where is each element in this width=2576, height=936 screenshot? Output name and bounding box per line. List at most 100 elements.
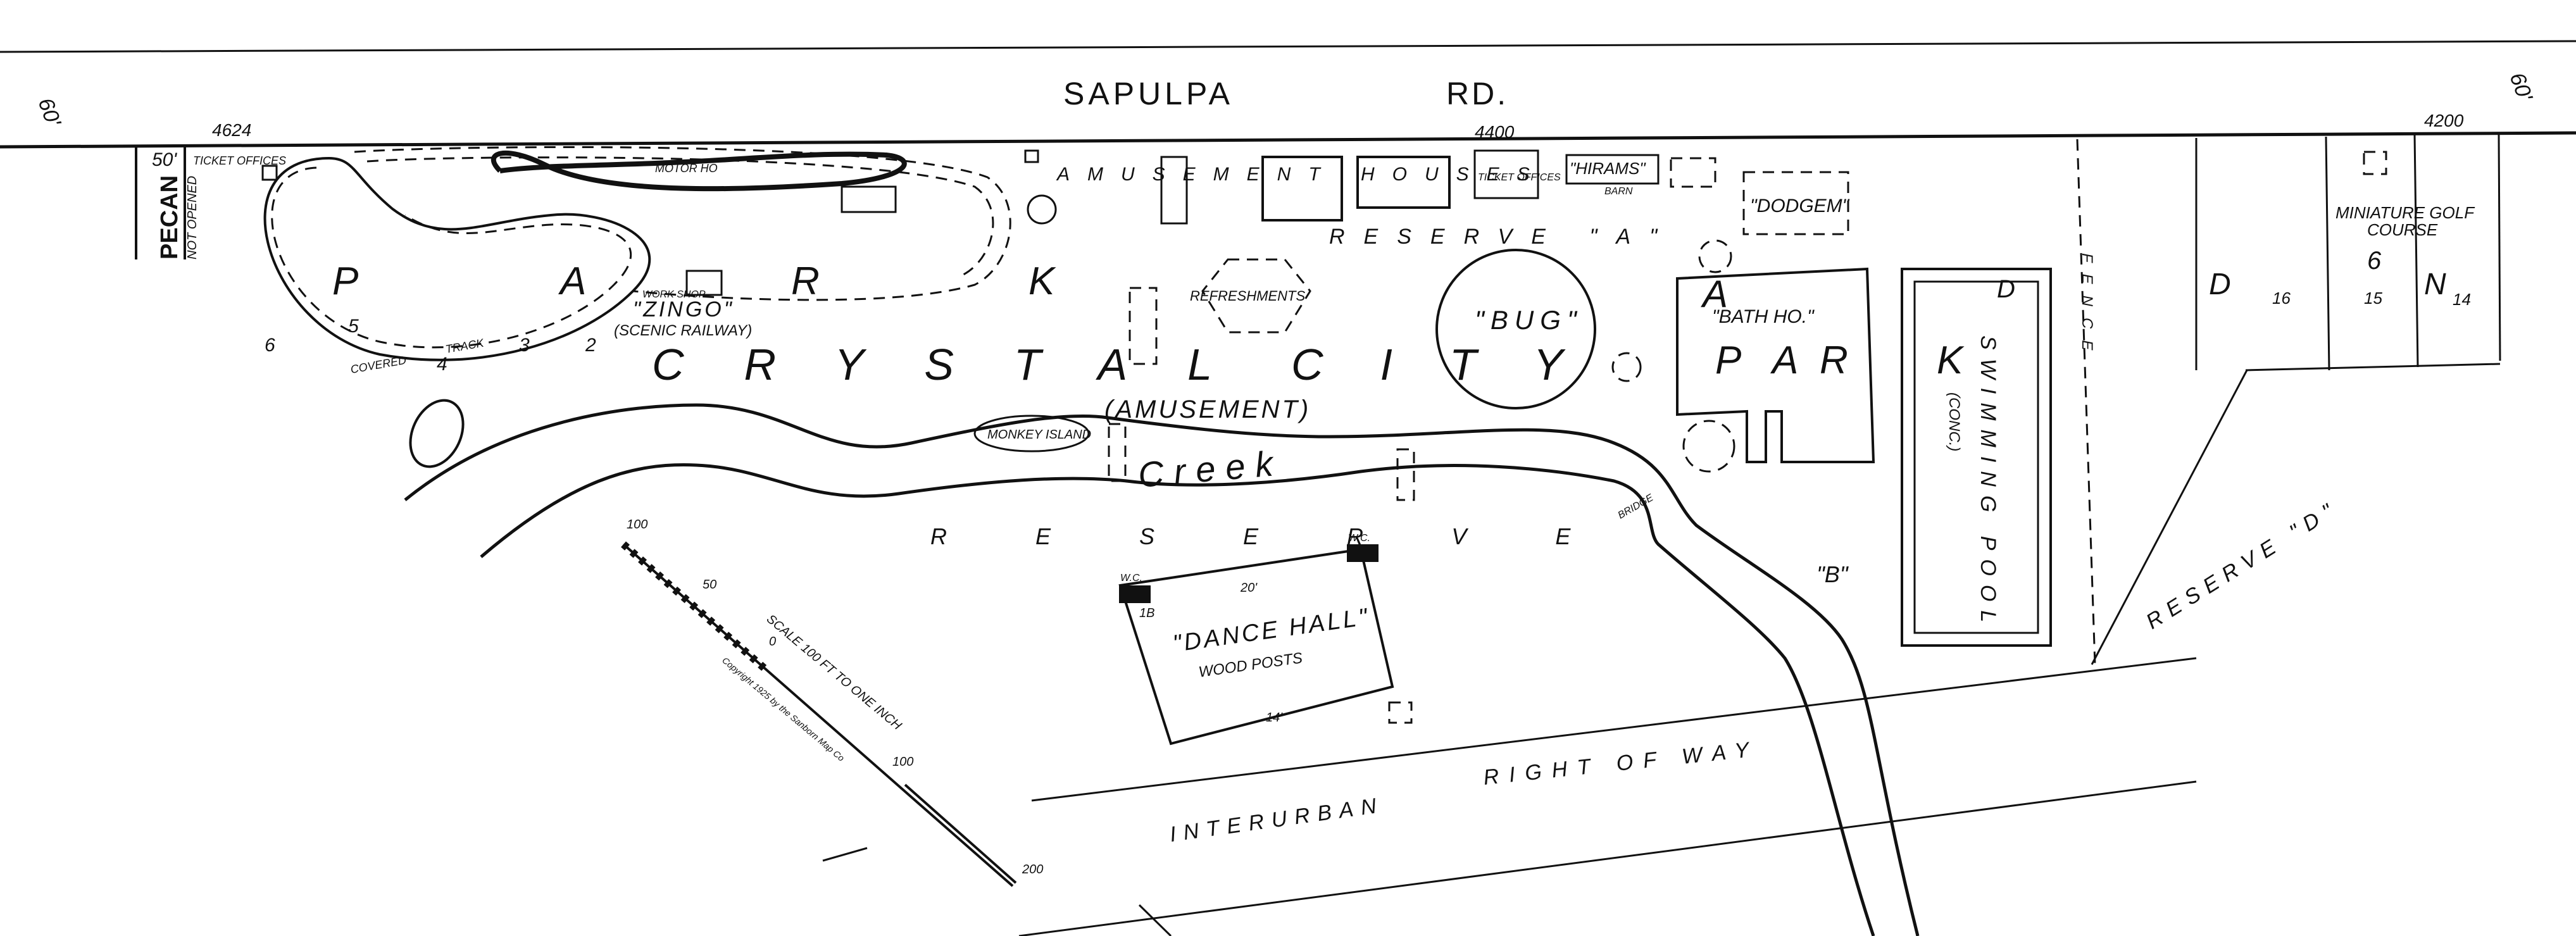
park-name-city: CITY [1291, 340, 1620, 389]
letter-a: A [1701, 273, 1728, 315]
dodgem-label: "DODGEM" [1750, 196, 1850, 216]
lot-16: 16 [2272, 289, 2291, 308]
park-letter: P [332, 259, 358, 303]
track-number: 5 [348, 316, 359, 337]
park-word-left: P A R K [332, 259, 1056, 303]
work-shop-box [685, 270, 723, 296]
footbridge [1396, 448, 1415, 501]
reserve-d-label: RESERVE "D" [2142, 496, 2344, 634]
track-number: 4 [437, 354, 447, 375]
street-width-right: 60' [2504, 70, 2537, 105]
address-4400: 4400 [1475, 122, 1515, 142]
refreshments-stand [1201, 258, 1311, 334]
fence-label: FENCE [2079, 253, 2096, 361]
lot-14: 14 [2453, 290, 2471, 309]
park-letter: K [1029, 259, 1056, 303]
ticket-offices-2-label: TICKET OFFICES [1478, 172, 1561, 183]
reserve-b-label: "B" [1816, 561, 1849, 587]
small-box [1024, 149, 1039, 163]
pond [409, 399, 465, 468]
letter-n: N [2424, 268, 2446, 301]
park-letter: A [558, 259, 586, 303]
wc-block [1119, 585, 1151, 603]
scenic-railway-label: (SCENIC RAILWAY) [614, 322, 752, 339]
track-number: 3 [519, 335, 530, 356]
structure-box [841, 185, 897, 213]
dim-14: 14' [1266, 711, 1283, 725]
ticket-office-box [261, 165, 278, 181]
dim-20: 20' [1240, 581, 1258, 595]
swimming-pool [1901, 268, 2052, 647]
scale-tick-label: 100 [892, 755, 913, 769]
conc-label: (CONC.) [1946, 392, 1963, 451]
sheet-number: 6 [2367, 247, 2382, 275]
track-number: 2 [585, 335, 596, 356]
sapulpa-road-label: SAPULPA RD. [1063, 76, 1508, 111]
sapulpa-road-south-line [0, 131, 2576, 149]
scale-tick-label: 50 [703, 578, 716, 592]
street-suffix: RD. [1446, 76, 1508, 111]
street-name: SAPULPA [1063, 76, 1234, 111]
monkey-island [973, 415, 1090, 452]
miniature-golf-label: MINIATURE GOLF [2335, 203, 2475, 222]
small-stand [1129, 287, 1158, 365]
amusement-houses-label: AMUSEMENT HOUSES [1056, 164, 1547, 185]
round-kiosk [1027, 194, 1057, 225]
zingo-label: "ZINGO" [633, 297, 734, 321]
covered-label: COVERED [349, 354, 407, 376]
lot-15: 15 [2364, 289, 2382, 308]
amusement-houses [1160, 149, 1849, 235]
right-of-way-label: RIGHT OF WAY [1482, 737, 1760, 790]
motor-ho-label: MOTOR HO [655, 162, 718, 175]
interurban-right-of-way [1018, 657, 2197, 936]
park-letter: R [1820, 339, 1848, 382]
scale-bar: 100 50 0 100 200 SCALE 100 FT TO ONE INC… [621, 518, 1043, 887]
small-kiosk [1611, 352, 1642, 382]
bath-ho-label: "BATH HO." [1712, 306, 1815, 327]
crystal-creek [404, 403, 1920, 936]
swimming-pool-label: SWIMMING POOL [1976, 335, 2000, 631]
reserve-a-label: RESERVE "A" [1329, 225, 1676, 249]
park-letter: A [1770, 339, 1798, 382]
dance-hall [1118, 547, 1394, 746]
track-numbers: 6 5 4 3 2 [265, 316, 596, 375]
scale-tick-label: 200 [1022, 863, 1043, 877]
park-letter: K [1937, 339, 1965, 382]
fence-line [2076, 139, 2096, 665]
letter-d-pool: D [1997, 275, 2015, 303]
scale-tick-label: 100 [627, 518, 647, 532]
wc-label: W.C. [1348, 533, 1370, 544]
footbridge [1108, 423, 1127, 482]
reserve-b-word: RESERVE [930, 523, 1659, 549]
wood-posts-label: WOOD POSTS [1197, 649, 1303, 681]
right-lots [2091, 134, 2501, 665]
creek-label: Creek [1137, 442, 1285, 495]
wc-block [1347, 544, 1379, 562]
address-4624: 4624 [212, 120, 251, 140]
track-label: TRACK [444, 336, 485, 355]
not-opened-label: NOT OPENED [185, 176, 199, 259]
interurban-label: INTERURBAN [1168, 793, 1385, 847]
map-top-border [0, 40, 2576, 53]
pecan-width: 50' [152, 149, 177, 170]
track-number: 6 [265, 335, 275, 356]
street-width-left: 60' [33, 95, 65, 130]
barn-label: BARN [1604, 186, 1633, 197]
small-box [1388, 701, 1413, 724]
scale-tick-label: 0 [769, 635, 776, 649]
small-kiosk [1698, 239, 1732, 273]
pecan-label: PECAN [156, 175, 183, 259]
hirams-label: "HIRAMS" [1570, 159, 1646, 178]
small-kiosk [1682, 420, 1735, 473]
letter-d-lot: D [2209, 268, 2231, 301]
stray-mark [822, 847, 868, 862]
dance-hall-label: "DANCE HALL" [1171, 604, 1371, 658]
wc-label: W.C. [1120, 573, 1142, 583]
park-name-crystal: CRYSTAL [652, 340, 1272, 389]
bath-house [1676, 267, 1875, 463]
bug-label: "BUG" [1475, 305, 1583, 335]
address-4200: 4200 [2424, 111, 2464, 130]
ticket-offices-label: TICKET OFFICES [193, 154, 286, 167]
monkey-island-label: MONKEY ISLAND [987, 428, 1091, 442]
